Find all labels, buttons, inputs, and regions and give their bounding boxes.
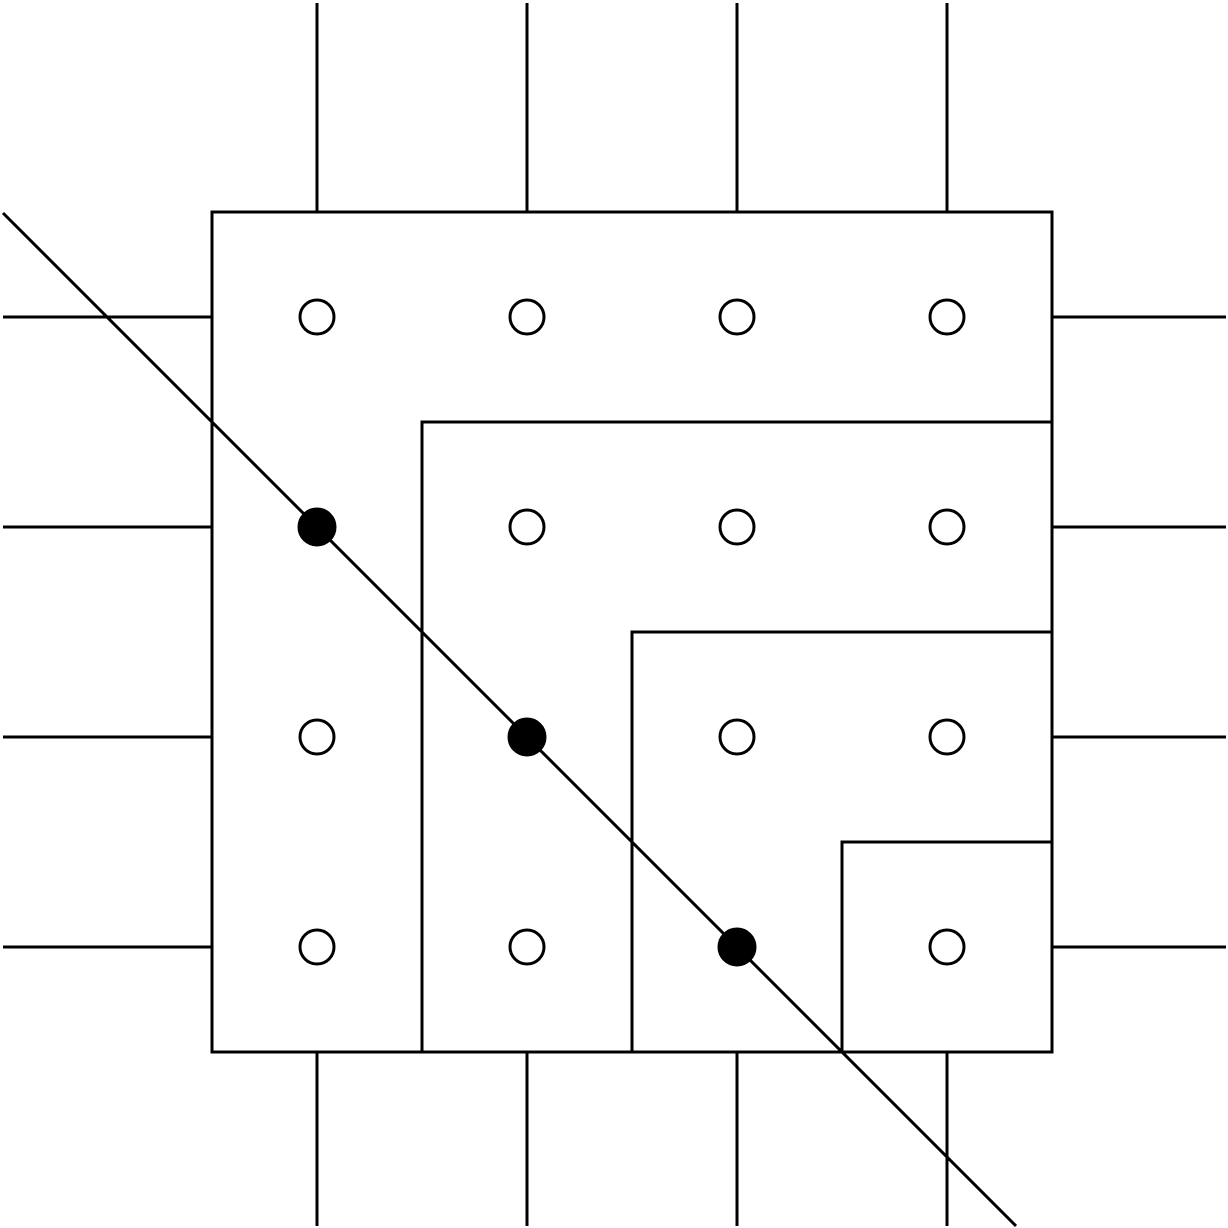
filled-node-2-1 (297, 507, 337, 547)
region-4 (840, 840, 1054, 1054)
filled-node-3-2 (507, 717, 547, 757)
open-node-2-4 (928, 508, 966, 546)
open-node-3-1 (298, 718, 336, 756)
diagonal-line (1, 211, 1018, 1228)
lattice-nodes (297, 298, 966, 967)
open-node-1-4 (928, 298, 966, 336)
open-node-1-3 (718, 298, 756, 336)
open-node-3-3 (718, 718, 756, 756)
open-node-2-2 (508, 508, 546, 546)
open-node-2-3 (718, 508, 756, 546)
open-node-3-4 (928, 718, 966, 756)
grid-leads (3, 3, 1226, 1226)
open-node-4-1 (298, 928, 336, 966)
diagonal-line-group (1, 211, 1018, 1228)
open-node-1-2 (508, 298, 546, 336)
open-node-4-2 (508, 928, 546, 966)
open-node-1-1 (298, 298, 336, 336)
filled-node-4-3 (717, 927, 757, 967)
open-node-4-4 (928, 928, 966, 966)
nested-regions (210, 210, 1054, 1054)
